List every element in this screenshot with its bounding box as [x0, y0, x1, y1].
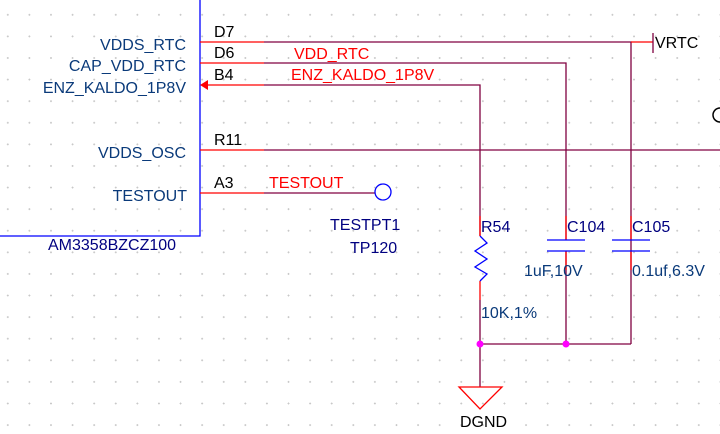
- wires: [264, 41, 720, 387]
- wire-enz-kaldo: [264, 84, 481, 236]
- wire-vdd-rtc: [264, 62, 567, 240]
- junction-dot: [476, 340, 484, 348]
- capacitor-c105[interactable]: [612, 216, 650, 270]
- port-label-vrtc[interactable]: VRTC: [655, 35, 698, 52]
- pin-name-vdds-rtc: VDDS_RTC: [100, 37, 186, 54]
- pin-number-a3: A3: [214, 175, 234, 192]
- capacitor-value-c105: 0.1uf,6.3V: [632, 263, 705, 280]
- net-label-testout[interactable]: TESTOUT: [269, 175, 344, 192]
- testpoint-ref: TESTPT1: [330, 217, 400, 234]
- pin-stubs: [200, 41, 264, 194]
- capacitor-ref-c104: C104: [567, 219, 605, 236]
- resistor-r54[interactable]: [473, 216, 489, 300]
- pin-number-b4: B4: [214, 67, 234, 84]
- pin-number-r11: R11: [214, 132, 242, 149]
- resistor-value: 10K,1%: [481, 305, 537, 322]
- pin-name-testout: TESTOUT: [113, 188, 188, 205]
- pin-number-d6: D6: [214, 45, 235, 62]
- pin-name-enz-kaldo: ENZ_KALDO_1P8V: [43, 80, 187, 97]
- resistor-ref: R54: [481, 219, 510, 236]
- pin-name-vdds-osc: VDDS_OSC: [98, 145, 186, 162]
- capacitor-value-c104: 1uF,10V: [524, 263, 583, 280]
- testpoint-circle-icon[interactable]: [374, 183, 392, 201]
- pin-name-cap-vdd-rtc: CAP_VDD_RTC: [69, 58, 186, 75]
- offscreen-symbol-fragment: [712, 107, 720, 123]
- ground-symbol-icon[interactable]: [457, 386, 504, 410]
- part-number: AM3358BZCZ100: [48, 237, 176, 254]
- capacitor-c104[interactable]: [547, 216, 585, 270]
- input-arrow-icon: [200, 80, 208, 90]
- testpoint-value: TP120: [350, 240, 397, 257]
- net-label-vdd-rtc[interactable]: VDD_RTC: [294, 46, 369, 63]
- pin-number-d7: D7: [214, 24, 235, 41]
- ground-label: DGND: [460, 414, 507, 431]
- net-label-enz-kaldo[interactable]: ENZ_KALDO_1P8V: [291, 67, 435, 84]
- junction-dot: [562, 340, 570, 348]
- capacitor-ref-c105: C105: [632, 219, 670, 236]
- ic-body[interactable]: [0, 0, 201, 237]
